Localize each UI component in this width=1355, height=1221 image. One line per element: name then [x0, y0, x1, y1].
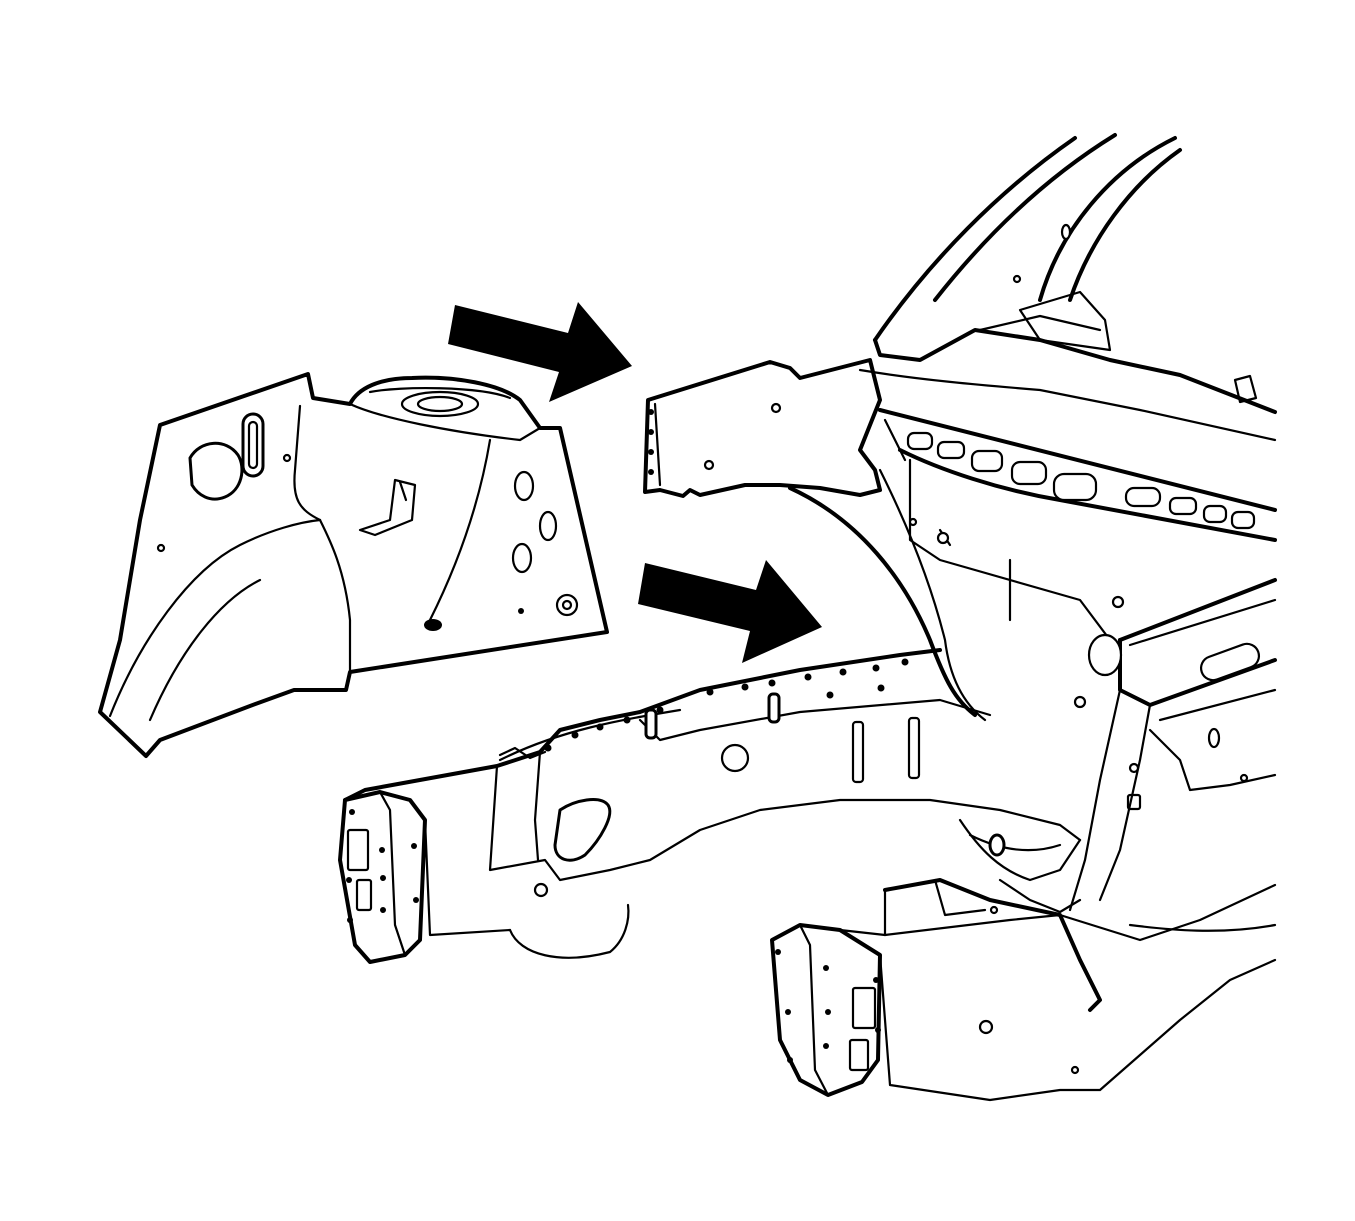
vehicle-structure	[338, 133, 1277, 1102]
wheelhouse-panel	[98, 372, 609, 758]
arrow-upper	[448, 302, 632, 402]
rail-holes	[906, 431, 1256, 530]
arrow-lower	[638, 560, 822, 663]
rail-rivet-row	[544, 658, 909, 752]
